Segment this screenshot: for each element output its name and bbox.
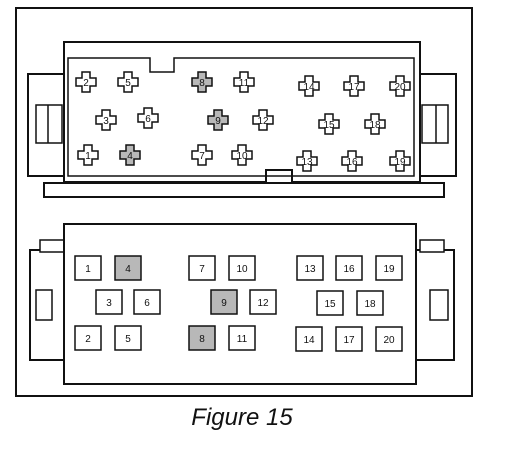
- top-pin-label: 17: [348, 82, 360, 93]
- top-pin-label: 6: [145, 114, 151, 125]
- bottom-pin-label: 20: [383, 335, 395, 346]
- top-pin-label: 3: [103, 116, 109, 127]
- top-pin-label: 1: [85, 151, 91, 162]
- top-pin-7: 7: [191, 144, 213, 166]
- bottom-pin-label: 2: [85, 334, 91, 345]
- bottom-pin-20: 20: [375, 326, 403, 352]
- bottom-pin-label: 6: [144, 298, 150, 309]
- top-pin-label: 4: [127, 151, 133, 162]
- bottom-right-latch-tab: [419, 239, 445, 253]
- bottom-pin-5: 5: [114, 325, 142, 351]
- top-pin-label: 5: [125, 78, 131, 89]
- bottom-pin-label: 18: [364, 299, 376, 310]
- top-pin-label: 10: [236, 151, 248, 162]
- bottom-pin-2: 2: [74, 325, 102, 351]
- top-pin-1: 1: [77, 144, 99, 166]
- top-pin-label: 18: [369, 120, 381, 131]
- top-pin-11: 11: [233, 71, 255, 93]
- bottom-pin-11: 11: [228, 325, 256, 351]
- bottom-pin-6: 6: [133, 289, 161, 315]
- top-connector-rail: [43, 182, 445, 198]
- bottom-pin-label: 12: [257, 298, 269, 309]
- top-pin-label: 9: [215, 116, 221, 127]
- top-pin-15: 15: [318, 113, 340, 135]
- bottom-pin-18: 18: [356, 290, 384, 316]
- top-pin-18: 18: [364, 113, 386, 135]
- bottom-pin-9: 9: [210, 289, 238, 315]
- top-pin-14: 14: [298, 75, 320, 97]
- figure-frame: [15, 7, 473, 397]
- bottom-pin-label: 19: [383, 264, 395, 275]
- bottom-left-latch-tab: [39, 239, 65, 253]
- top-pin-17: 17: [343, 75, 365, 97]
- bottom-pin-label: 9: [221, 298, 227, 309]
- top-pin-13: 13: [296, 150, 318, 172]
- top-pin-label: 11: [239, 78, 250, 89]
- top-connector-body: [63, 41, 421, 183]
- top-pin-label: 13: [301, 157, 313, 168]
- bottom-pin-label: 8: [199, 334, 205, 345]
- top-pin-6: 6: [137, 107, 159, 129]
- top-pin-label: 2: [83, 78, 89, 89]
- top-pin-8: 8: [191, 71, 213, 93]
- top-pin-12: 12: [252, 109, 274, 131]
- bottom-pin-7: 7: [188, 255, 216, 281]
- bottom-pin-15: 15: [316, 290, 344, 316]
- bottom-pin-8: 8: [188, 325, 216, 351]
- bottom-pin-14: 14: [295, 326, 323, 352]
- bottom-pin-label: 16: [343, 264, 355, 275]
- top-pin-9: 9: [207, 109, 229, 131]
- top-pin-label: 12: [257, 116, 269, 127]
- bottom-pin-label: 10: [236, 264, 248, 275]
- bottom-pin-3: 3: [95, 289, 123, 315]
- top-pin-4: 4: [119, 144, 141, 166]
- top-right-latch-inner: [421, 104, 449, 144]
- bottom-right-latch-inner: [429, 289, 449, 321]
- bottom-pin-label: 13: [304, 264, 316, 275]
- top-pin-5: 5: [117, 71, 139, 93]
- bottom-pin-label: 1: [85, 264, 91, 275]
- bottom-pin-label: 4: [125, 264, 131, 275]
- top-pin-label: 19: [394, 157, 406, 168]
- bottom-pin-16: 16: [335, 255, 363, 281]
- top-pin-2: 2: [75, 71, 97, 93]
- bottom-pin-label: 11: [237, 334, 248, 345]
- bottom-pin-label: 5: [125, 334, 131, 345]
- bottom-pin-19: 19: [375, 255, 403, 281]
- top-pin-label: 20: [394, 82, 406, 93]
- bottom-pin-4: 4: [114, 255, 142, 281]
- bottom-pin-label: 15: [324, 299, 336, 310]
- bottom-pin-label: 3: [106, 298, 112, 309]
- bottom-pin-10: 10: [228, 255, 256, 281]
- top-pin-label: 16: [346, 157, 358, 168]
- top-pin-16: 16: [341, 150, 363, 172]
- top-pin-10: 10: [231, 144, 253, 166]
- bottom-left-latch-inner: [35, 289, 53, 321]
- top-pin-19: 19: [389, 150, 411, 172]
- top-pin-20: 20: [389, 75, 411, 97]
- bottom-pin-13: 13: [296, 255, 324, 281]
- top-connector-inner-outline: [67, 57, 415, 177]
- bottom-pin-1: 1: [74, 255, 102, 281]
- bottom-pin-12: 12: [249, 289, 277, 315]
- top-pin-label: 7: [199, 151, 205, 162]
- top-pin-label: 15: [323, 120, 335, 131]
- bottom-pin-label: 14: [303, 335, 315, 346]
- top-pin-label: 14: [303, 82, 315, 93]
- bottom-pin-17: 17: [335, 326, 363, 352]
- bottom-pin-label: 7: [199, 264, 205, 275]
- top-left-latch-inner: [35, 104, 63, 144]
- figure-caption: Figure 15: [191, 404, 293, 431]
- top-pin-3: 3: [95, 109, 117, 131]
- top-pin-label: 8: [199, 78, 205, 89]
- bottom-pin-label: 17: [343, 335, 355, 346]
